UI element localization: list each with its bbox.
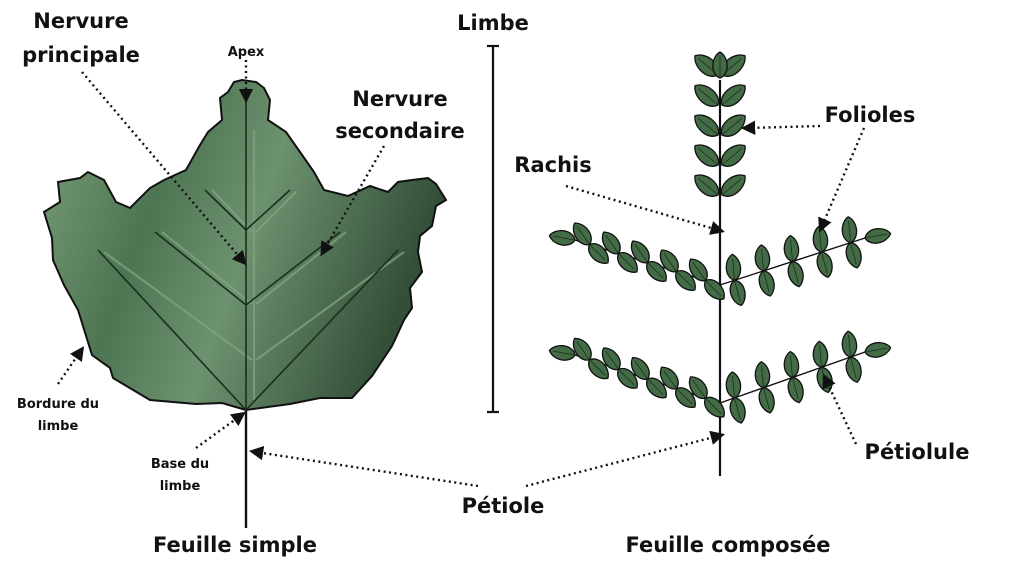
leaflet-vein xyxy=(732,258,735,281)
leaflet-vein xyxy=(589,244,606,261)
leaflet-vein xyxy=(698,148,719,166)
label-base-du-limbe: limbe xyxy=(160,479,201,494)
leaflet-vein xyxy=(698,118,719,136)
label-rachis: Rachis xyxy=(514,153,591,177)
leaflet-vein xyxy=(721,148,742,166)
leaflet-vein xyxy=(864,233,887,239)
leaflet-vein xyxy=(705,397,722,415)
leaflet-vein xyxy=(734,280,741,302)
leaflet-vein xyxy=(792,377,799,399)
leaflet-vein xyxy=(734,397,741,420)
leader-nervure-secondaire xyxy=(320,145,386,257)
leaflet-vein xyxy=(663,253,677,272)
label-petiolule: Pétiolule xyxy=(865,440,970,464)
leaflet-vein xyxy=(663,370,677,389)
leaflet-vein xyxy=(576,341,590,361)
leader-petiolule xyxy=(822,373,858,445)
label-base-du-limbe: Base du xyxy=(151,457,209,472)
leaflet-vein xyxy=(790,239,793,262)
label-feuille-simple: Feuille simple xyxy=(153,533,317,557)
leader-folioles-1 xyxy=(740,120,821,135)
label-nervure-secondaire: Nervure xyxy=(352,87,447,111)
label-nervure-principale: Nervure xyxy=(33,9,128,33)
leader-rachis xyxy=(565,184,725,235)
label-bordure-du-limbe: limbe xyxy=(38,419,79,434)
leaflet-vein xyxy=(819,345,822,368)
leaflet-vein xyxy=(864,347,887,353)
leaflet-vein xyxy=(618,369,635,386)
leaflet-vein xyxy=(761,365,764,388)
leaflet-vein xyxy=(790,355,793,378)
compound-leaf xyxy=(548,51,892,476)
label-feuille-composee: Feuille composée xyxy=(625,533,830,557)
leaflet-vein xyxy=(676,271,693,288)
leaflet-vein xyxy=(698,178,719,196)
secondary-vein xyxy=(154,231,247,306)
label-nervure-principale: principale xyxy=(22,43,140,67)
leaflet-vein xyxy=(819,230,822,253)
leader-base xyxy=(195,411,246,449)
leaflet-vein xyxy=(761,248,764,271)
leader-folioles-2 xyxy=(818,127,866,233)
leaflet-vein xyxy=(553,350,576,356)
label-nervure-secondaire: secondaire xyxy=(335,119,465,143)
leaflet-vein xyxy=(848,220,851,243)
leaflet-vein xyxy=(605,235,619,254)
labels: Nervure principale Apex Nervure secondai… xyxy=(17,9,970,557)
leaflet-vein xyxy=(618,253,635,270)
leaflet-vein xyxy=(821,251,828,274)
leaflet-vein xyxy=(647,378,664,395)
label-limbe: Limbe xyxy=(457,11,529,35)
leaflet-vein xyxy=(634,244,648,263)
leaflet-vein xyxy=(721,178,742,196)
leaflet-vein xyxy=(705,280,722,297)
simple-leaf xyxy=(42,78,448,528)
leaflet-vein xyxy=(589,359,606,376)
leaflet-vein xyxy=(634,360,648,380)
leaflet-vein xyxy=(647,262,664,279)
label-apex: Apex xyxy=(228,45,265,60)
leaflet-vein xyxy=(732,375,735,398)
leaflet-vein xyxy=(605,351,619,370)
leaflet-vein xyxy=(576,226,590,245)
secondary-vein xyxy=(245,249,399,411)
leaflet-vein xyxy=(721,118,742,136)
leaflet-vein xyxy=(763,270,770,293)
leaflet-vein xyxy=(850,242,857,265)
secondary-vein xyxy=(97,249,247,411)
leaflet-vein xyxy=(676,388,693,405)
leaflet-vein xyxy=(763,387,770,410)
label-bordure-du-limbe: Bordure du xyxy=(17,397,99,412)
leader-petiole-left xyxy=(248,445,479,488)
leaflet-vein xyxy=(692,379,706,399)
leaflet-vein xyxy=(692,262,706,281)
leaflet-vein xyxy=(792,261,799,283)
leaflet-vein xyxy=(848,335,851,358)
leader-petiole-right xyxy=(525,430,725,488)
limbe-scale-bar xyxy=(487,44,499,414)
leaflets-group xyxy=(548,51,892,424)
leader-lines xyxy=(57,60,866,488)
label-petiole: Pétiole xyxy=(462,494,545,518)
leaf-blade xyxy=(42,78,448,412)
leaflet-vein xyxy=(553,235,576,241)
leader-bordure xyxy=(57,346,85,385)
leaflet-vein xyxy=(850,356,857,379)
label-folioles: Folioles xyxy=(825,103,916,127)
secondary-vein xyxy=(204,189,247,231)
secondary-vein xyxy=(245,189,291,231)
leaflet-vein xyxy=(698,88,719,106)
leaflet-vein xyxy=(721,88,742,106)
